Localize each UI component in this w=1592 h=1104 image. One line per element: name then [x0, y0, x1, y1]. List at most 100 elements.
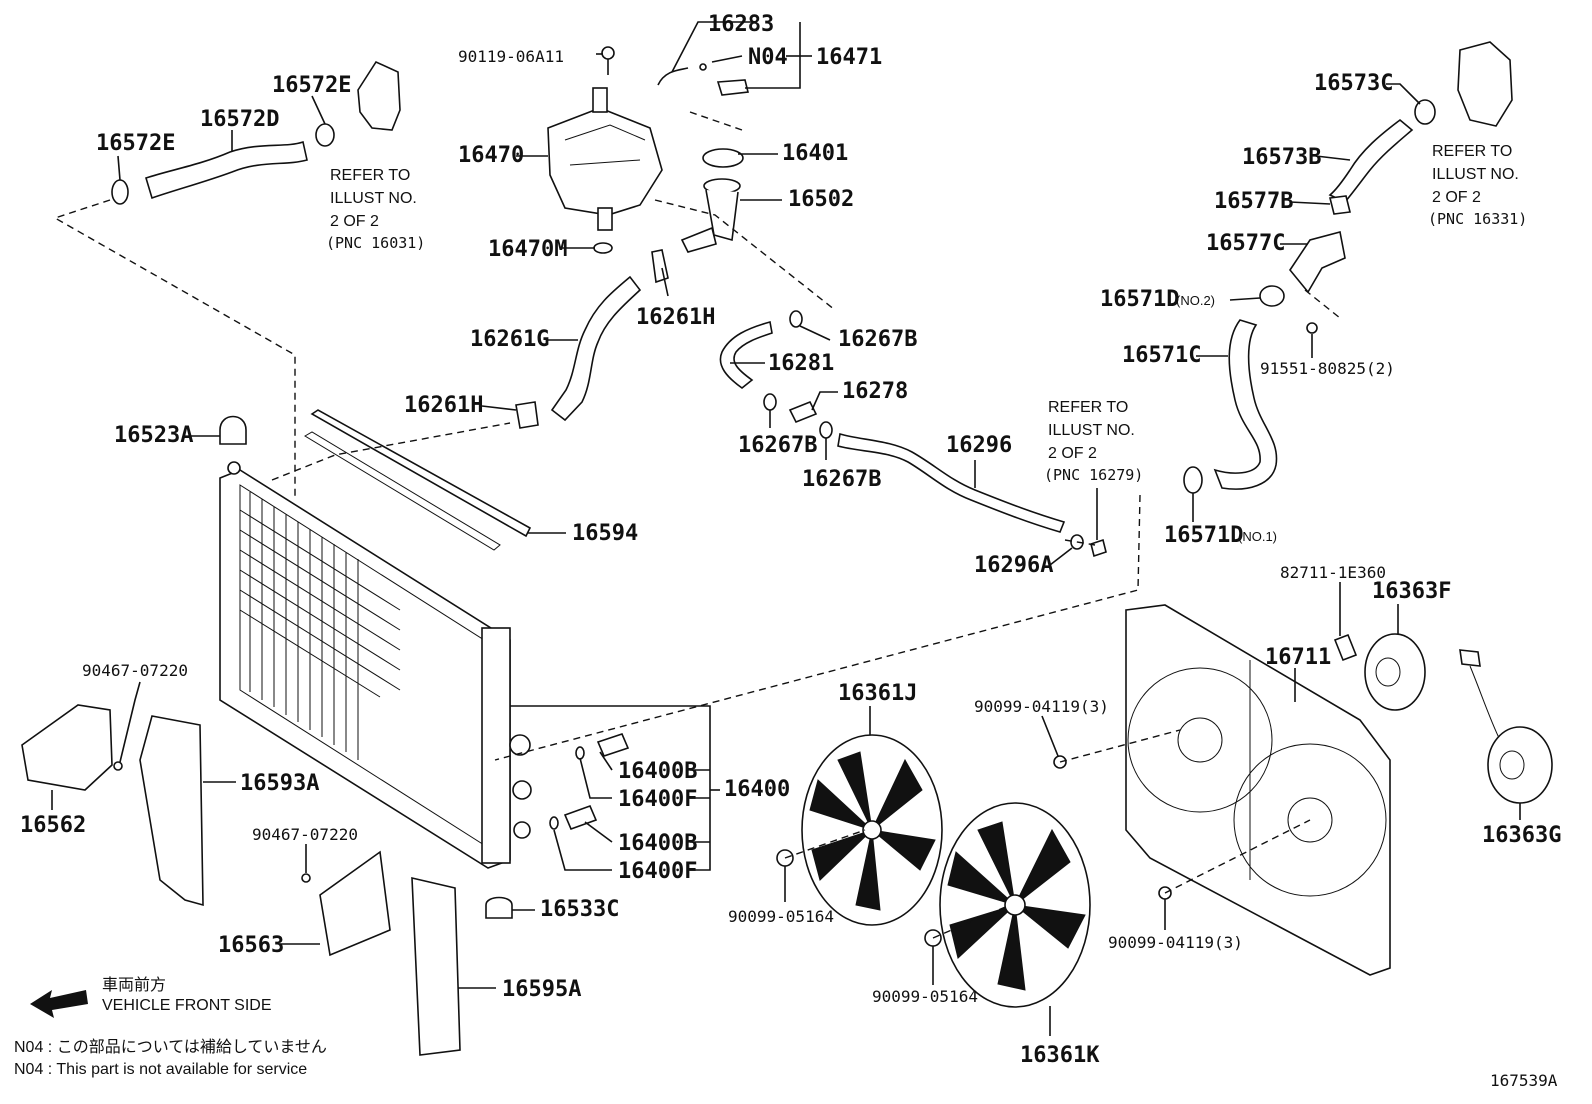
- reservoir-tank-drawing: [547, 87, 663, 231]
- motor-16363f-drawing: [1364, 633, 1501, 741]
- label-82711-1e360: 82711-1E360: [1280, 563, 1386, 582]
- dashed-routing-lines: [53, 111, 1341, 939]
- label-16470: 16470: [458, 143, 524, 168]
- label-16471: 16471: [816, 45, 882, 70]
- label-16296: 16296: [946, 433, 1012, 458]
- fan-16361k-drawing: [939, 802, 1091, 1008]
- guide-16563-drawing: [319, 850, 391, 957]
- label-16267b-c: 16267B: [802, 467, 881, 492]
- note-n04-jp: N04 : この部品については補給していません: [14, 1038, 327, 1056]
- clip-90467-a-drawing: [113, 761, 123, 771]
- label-16571d-no1-suffix: (NO.1): [1238, 529, 1277, 544]
- hose-16261g-drawing: [550, 275, 642, 422]
- cap-16471-drawing: [716, 79, 749, 96]
- label-n04: N04: [748, 45, 788, 70]
- label-16400b-a: 16400B: [618, 759, 697, 784]
- label-16573b: 16573B: [1242, 145, 1321, 170]
- hose-16571c-drawing: [1213, 319, 1278, 490]
- grommet-16470m-drawing: [593, 242, 613, 254]
- reference-note-16331: REFER TO ILLUST NO. 2 OF 2 (PNC 16331): [1428, 143, 1527, 228]
- vehicle-front-legend: 車両前方 VEHICLE FRONT SIDE: [30, 976, 272, 1018]
- label-16267b-a: 16267B: [838, 327, 917, 352]
- svg-text:(PNC 16279): (PNC 16279): [1044, 466, 1143, 484]
- reference-note-16279: REFER TO ILLUST NO. 2 OF 2 (PNC 16279): [1044, 399, 1143, 484]
- label-16401: 16401: [782, 141, 848, 166]
- label-16283: 16283: [708, 12, 774, 37]
- label-16361k: 16361K: [1020, 1043, 1100, 1068]
- label-16571c: 16571C: [1122, 343, 1201, 368]
- label-16363f: 16363F: [1372, 579, 1451, 604]
- reference-note-16031: REFER TO ILLUST NO. 2 OF 2 (PNC 16031): [326, 167, 425, 252]
- drain-cock-drawing: [549, 733, 630, 831]
- label-16571d-no2-suffix: (NO.2): [1176, 293, 1215, 308]
- label-16573c: 16573C: [1314, 71, 1393, 96]
- radiator-drawing: [219, 461, 532, 869]
- motor-16363g-drawing: [1487, 726, 1553, 804]
- label-16502: 16502: [788, 187, 854, 212]
- svg-text:2 OF 2: 2 OF 2: [330, 213, 379, 230]
- label-16594: 16594: [572, 521, 638, 546]
- clip-90467-b-drawing: [301, 873, 311, 883]
- label-16363g: 16363G: [1482, 823, 1561, 848]
- guide-16562-drawing: [21, 704, 113, 791]
- fan-shroud-16711-drawing: [1125, 604, 1391, 976]
- support-bar-drawing: [310, 409, 532, 538]
- cap-16401-drawing: [702, 148, 744, 168]
- label-16571d-no1: 16571D: [1164, 523, 1243, 548]
- hose-16573b-drawing: [1328, 118, 1414, 203]
- label-16571d-no2: 16571D: [1100, 287, 1179, 312]
- svg-text:2 OF 2: 2 OF 2: [1432, 189, 1481, 206]
- label-16281: 16281: [768, 351, 834, 376]
- connector-16278-drawing: [788, 400, 818, 424]
- label-16278: 16278: [842, 379, 908, 404]
- label-16595a: 16595A: [502, 977, 581, 1002]
- svg-text:(PNC 16331): (PNC 16331): [1428, 210, 1527, 228]
- svg-text:REFER TO: REFER TO: [1432, 143, 1512, 160]
- leader-lines: [51, 21, 1521, 1036]
- label-16261g: 16261G: [470, 327, 549, 352]
- label-16711: 16711: [1265, 645, 1331, 670]
- label-16577c: 16577C: [1206, 231, 1285, 256]
- label-16593a: 16593A: [240, 771, 319, 796]
- label-16261h-b: 16261H: [404, 393, 483, 418]
- part-labels: 16283 90119-06A11 N04 16471 16572E 16572…: [20, 12, 1561, 1068]
- label-16400b-b: 16400B: [618, 831, 697, 856]
- svg-text:REFER TO: REFER TO: [330, 167, 410, 184]
- label-16361j: 16361J: [838, 681, 917, 706]
- label-16577b: 16577B: [1214, 189, 1293, 214]
- svg-text:(PNC 16031): (PNC 16031): [326, 234, 425, 252]
- label-90099-04119-b: 90099-04119(3): [1108, 933, 1243, 952]
- direction-label-en: VEHICLE FRONT SIDE: [102, 997, 272, 1014]
- label-16261h-a: 16261H: [636, 305, 715, 330]
- label-90099-05164-a: 90099-05164: [728, 907, 834, 926]
- direction-label-jp: 車両前方: [102, 976, 166, 994]
- illustration-id: 167539A: [1490, 1071, 1558, 1090]
- label-16296a: 16296A: [974, 553, 1053, 578]
- note-n04-en: N04 : This part is not available for ser…: [14, 1061, 307, 1078]
- label-90467-07220-b: 90467-07220: [252, 825, 358, 844]
- label-16523a: 16523A: [114, 423, 193, 448]
- svg-text:ILLUST NO.: ILLUST NO.: [1432, 166, 1519, 183]
- housing-ref-16331-drawing: [1457, 41, 1513, 127]
- label-16400f-a: 16400F: [618, 787, 697, 812]
- hose-16572d-drawing: [111, 60, 401, 205]
- label-16533c: 16533C: [540, 897, 619, 922]
- label-90099-04119-a: 90099-04119(3): [974, 697, 1109, 716]
- outlet-16577c-drawing: [1289, 231, 1346, 294]
- label-16267b-b: 16267B: [738, 433, 817, 458]
- label-90467-07220-a: 90467-07220: [82, 661, 188, 680]
- hose-16296-drawing: [837, 432, 1066, 533]
- bolt-90119-drawing: [601, 46, 615, 75]
- label-16572e-b: 16572E: [272, 73, 351, 98]
- svg-text:2 OF 2: 2 OF 2: [1048, 445, 1097, 462]
- label-16572d: 16572D: [200, 107, 279, 132]
- grommet-16523a-drawing: [219, 415, 247, 445]
- fan-16361j-drawing: [801, 734, 943, 926]
- label-16572e-a: 16572E: [96, 131, 175, 156]
- label-16400f-b: 16400F: [618, 859, 697, 884]
- label-91551-80825: 91551-80825(2): [1260, 359, 1395, 378]
- clip-82711-drawing: [1333, 633, 1358, 662]
- label-16562: 16562: [20, 813, 86, 838]
- svg-text:ILLUST NO.: ILLUST NO.: [330, 190, 417, 207]
